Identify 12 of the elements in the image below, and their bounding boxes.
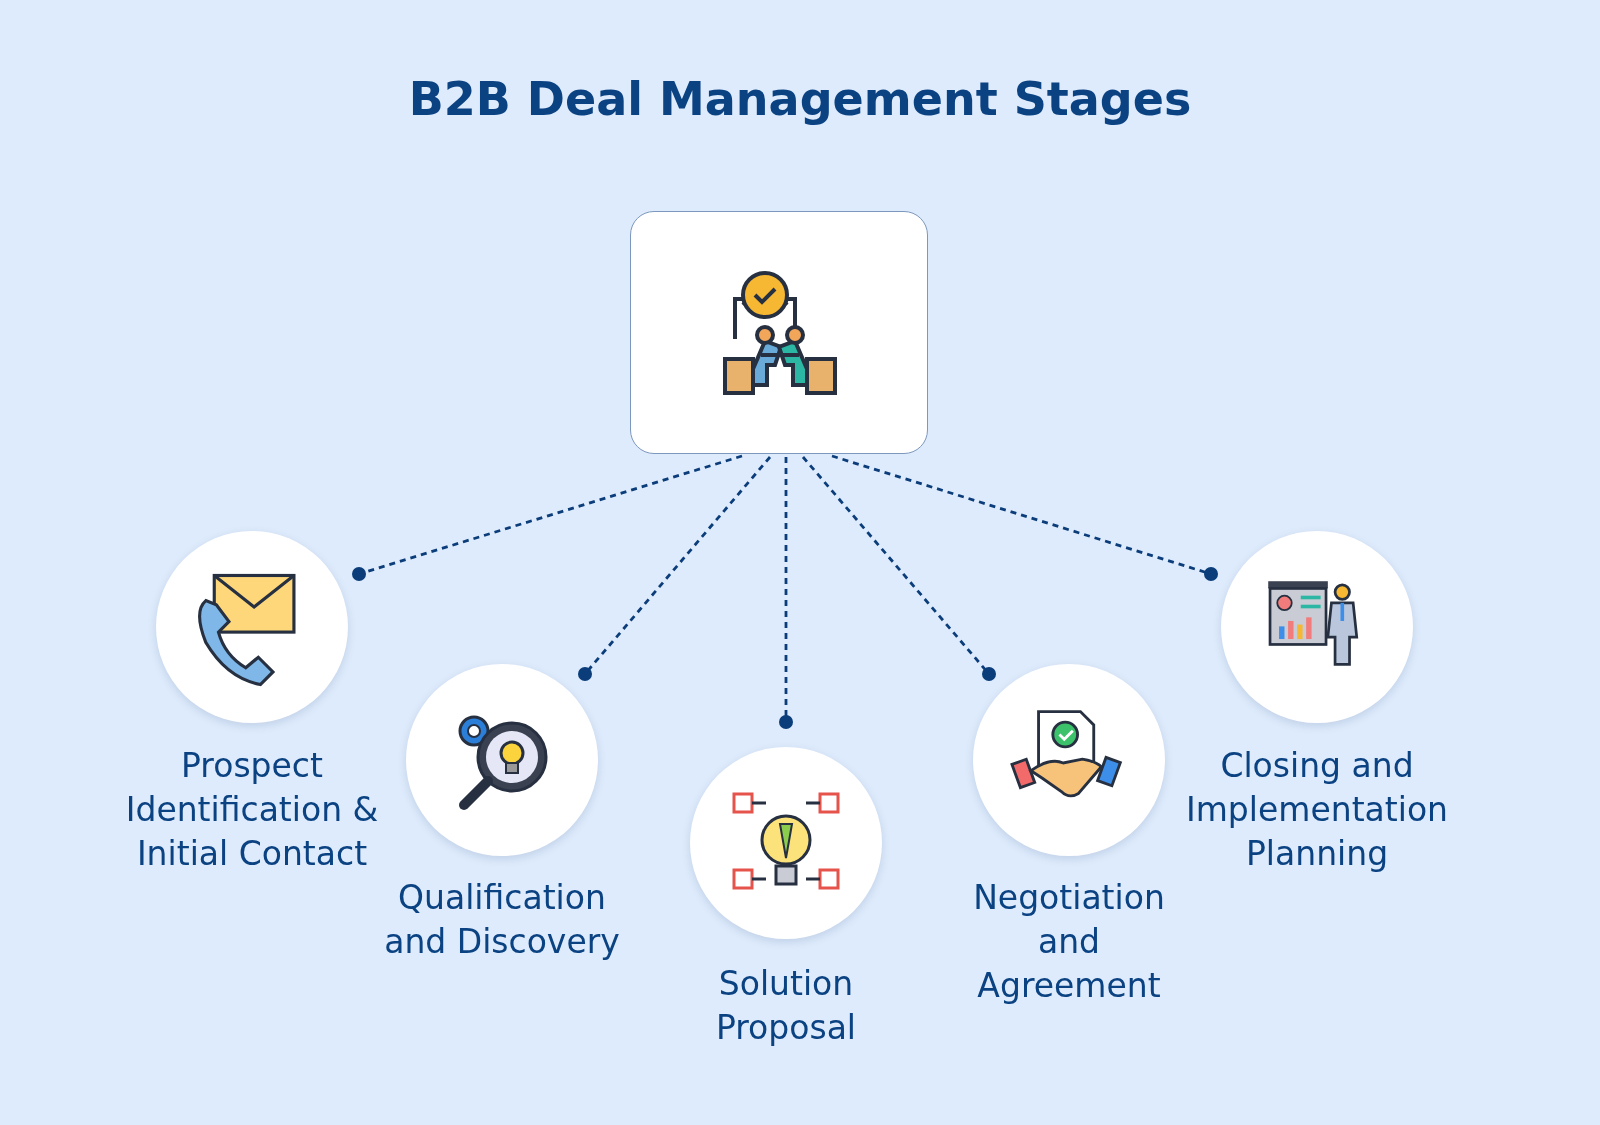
stage-label: Solution Proposal xyxy=(714,963,858,1049)
stage-label: Negotiation and Agreement xyxy=(972,877,1166,1007)
dotted-connector xyxy=(578,456,772,681)
stage-label: Closing and Implementation Planning xyxy=(1184,745,1449,875)
stage-label: Prospect Identification & Initial Contact xyxy=(124,745,380,875)
stage-label: Qualification and Discovery xyxy=(383,877,621,963)
dotted-connector xyxy=(779,457,793,729)
dotted-connector xyxy=(801,456,996,681)
dotted-connector xyxy=(352,454,743,581)
diagram-title: B2B Deal Management Stages xyxy=(407,72,1193,126)
icon-card xyxy=(630,211,928,454)
dotted-connector xyxy=(831,454,1218,581)
